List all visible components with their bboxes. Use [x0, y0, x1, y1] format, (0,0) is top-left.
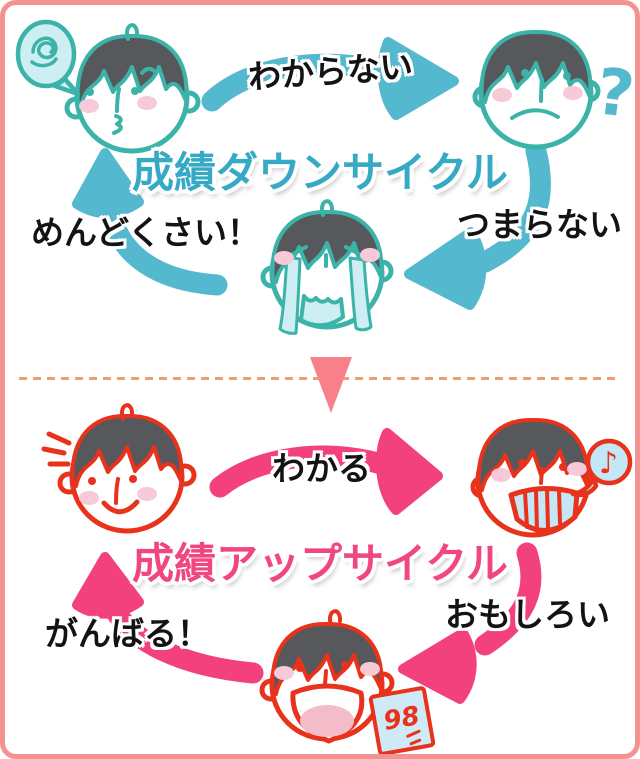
question-mark-icon: ? [592, 55, 638, 133]
label-do-my-best: がんばる！ [45, 614, 210, 653]
label-troublesome: めんどくさい！ [31, 213, 261, 252]
arrow-boring [404, 140, 551, 310]
sparkle-lines-icon [41, 431, 72, 467]
arrow-dont-understand [201, 37, 459, 120]
svg-text:98: 98 [381, 701, 422, 737]
arrow-understand [209, 428, 443, 515]
confusion-bubble-icon [15, 19, 81, 97]
boy-laughing-face [473, 417, 593, 535]
boy-frowning-face [475, 29, 598, 147]
illustration-canvas: ? [15, 19, 638, 754]
boy-confused-face [67, 23, 198, 151]
svg-text:♪: ♪ [599, 446, 618, 481]
boy-crying-face [263, 199, 391, 335]
boy-happy-face [60, 403, 194, 531]
label-boring: つまらない [457, 205, 622, 244]
down-cycle-title: 成績ダウンサイクル [132, 148, 508, 197]
music-note-icon: ♪ [570, 438, 633, 498]
arrow-troublesome [72, 148, 228, 296]
boy-delighted-face [262, 609, 392, 744]
test-paper-98-icon: 98 [368, 686, 436, 754]
up-cycle-title: 成績アップサイクル [132, 539, 508, 588]
label-interesting: おもしろい [445, 595, 610, 634]
label-understand: わかる [272, 449, 371, 488]
transition-triangle-icon [310, 357, 352, 413]
arrow-do-my-best [72, 552, 264, 684]
arrow-interesting [398, 542, 542, 704]
